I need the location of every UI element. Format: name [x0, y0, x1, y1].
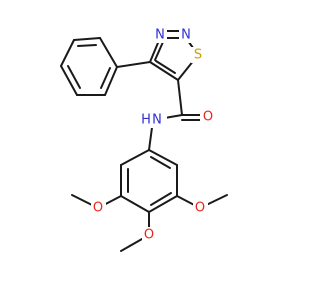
molecule-canvas: N N S O H N O O O: [60, 27, 228, 252]
bond: [120, 149, 150, 166]
bond: [99, 37, 118, 68]
double-bond-inner: [154, 41, 164, 61]
methoxy-oxygen-left-label: O: [93, 201, 103, 216]
trimethoxyphenyl-ring: [120, 149, 178, 213]
bond: [149, 61, 179, 81]
double-bond-inner: [150, 192, 172, 206]
bond: [177, 79, 183, 116]
bond: [104, 66, 118, 96]
carbonyl-oxygen-label: O: [203, 110, 213, 125]
bond: [148, 195, 178, 213]
ring-sulfur-label: S: [194, 48, 202, 63]
bond: [60, 39, 75, 67]
amide-nitrogen-label: N: [152, 113, 162, 128]
bond: [73, 37, 101, 41]
bond: [120, 195, 150, 213]
methoxy-oxygen-right-label: O: [195, 201, 205, 216]
bond: [60, 65, 78, 96]
double-bond-inner: [77, 44, 97, 47]
amide-hydrogen-label: H: [141, 113, 151, 128]
double-bond-inner: [100, 67, 111, 89]
double-bond-inner: [155, 60, 176, 74]
atom-labels: N N S O H N O O O: [91, 27, 215, 243]
ring-nitrogen-2-label: N: [181, 28, 191, 43]
double-bond-inner: [150, 156, 171, 169]
structure-svg: N N S O H N O O O: [60, 27, 228, 252]
ring-nitrogen-1-label: N: [155, 28, 165, 43]
bond: [148, 149, 178, 166]
bond: [116, 61, 151, 68]
methoxy-oxygen-bottom-label: O: [144, 228, 154, 243]
double-bond-inner: [67, 65, 81, 89]
phenyl-ring: [60, 37, 118, 96]
